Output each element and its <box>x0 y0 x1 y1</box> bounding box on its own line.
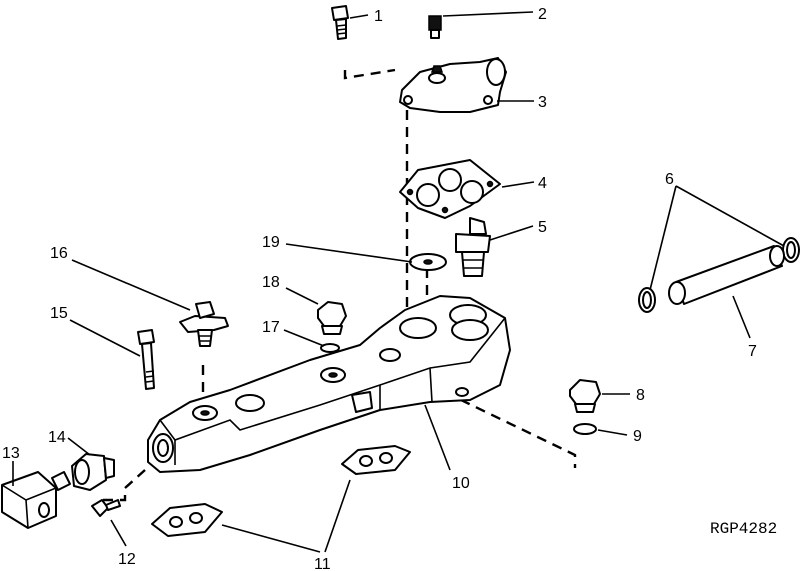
callout-6: 6 <box>665 171 674 188</box>
assembly-guide-lines <box>103 68 577 502</box>
callout-11: 11 <box>314 556 331 571</box>
callout-13: 13 <box>2 445 20 462</box>
callout-8: 8 <box>636 387 645 404</box>
part-2-plug <box>428 15 442 39</box>
part-7-tube <box>668 245 785 305</box>
part-1-cap-screw <box>331 5 349 40</box>
part-12-cap-screw <box>91 499 121 517</box>
callout-18: 18 <box>262 274 280 291</box>
part-4-gasket <box>399 159 501 219</box>
callout-2: 2 <box>538 6 547 23</box>
part-16-fitting <box>179 301 229 347</box>
callout-14: 14 <box>48 429 66 446</box>
leader-lines <box>12 11 785 553</box>
figure-code: RGP4282 <box>710 520 777 538</box>
callout-9: 9 <box>633 428 642 445</box>
part-3-outlet-elbow <box>399 57 507 113</box>
part-11-gasket-lower <box>151 503 223 537</box>
callout-labels: 1 2 3 4 5 6 7 8 9 10 11 12 13 14 15 16 1… <box>2 6 757 571</box>
part-5-thermostat <box>455 217 491 277</box>
part-19-washer <box>409 253 447 271</box>
part-18-plug <box>317 301 347 335</box>
part-10-housing <box>147 295 511 473</box>
part-17-washer <box>320 343 340 353</box>
part-11-gasket-upper <box>341 445 411 475</box>
part-13-connector <box>1 471 71 529</box>
callout-12: 12 <box>118 551 136 568</box>
part-14-fitting <box>71 453 115 491</box>
callout-1: 1 <box>374 8 383 25</box>
part-15-bolt <box>137 329 155 390</box>
callout-5: 5 <box>538 219 547 236</box>
callout-16: 16 <box>50 245 68 262</box>
callout-15: 15 <box>50 305 68 322</box>
callout-19: 19 <box>262 234 280 251</box>
part-9-washer <box>573 423 597 435</box>
callout-3: 3 <box>538 94 547 111</box>
callout-17: 17 <box>262 319 280 336</box>
callout-4: 4 <box>538 175 547 192</box>
part-6-o-ring-left <box>638 287 656 313</box>
callout-7: 7 <box>748 343 757 360</box>
callout-10: 10 <box>452 475 470 492</box>
part-8-plug <box>569 379 601 413</box>
part-6-o-ring-right <box>782 237 800 263</box>
